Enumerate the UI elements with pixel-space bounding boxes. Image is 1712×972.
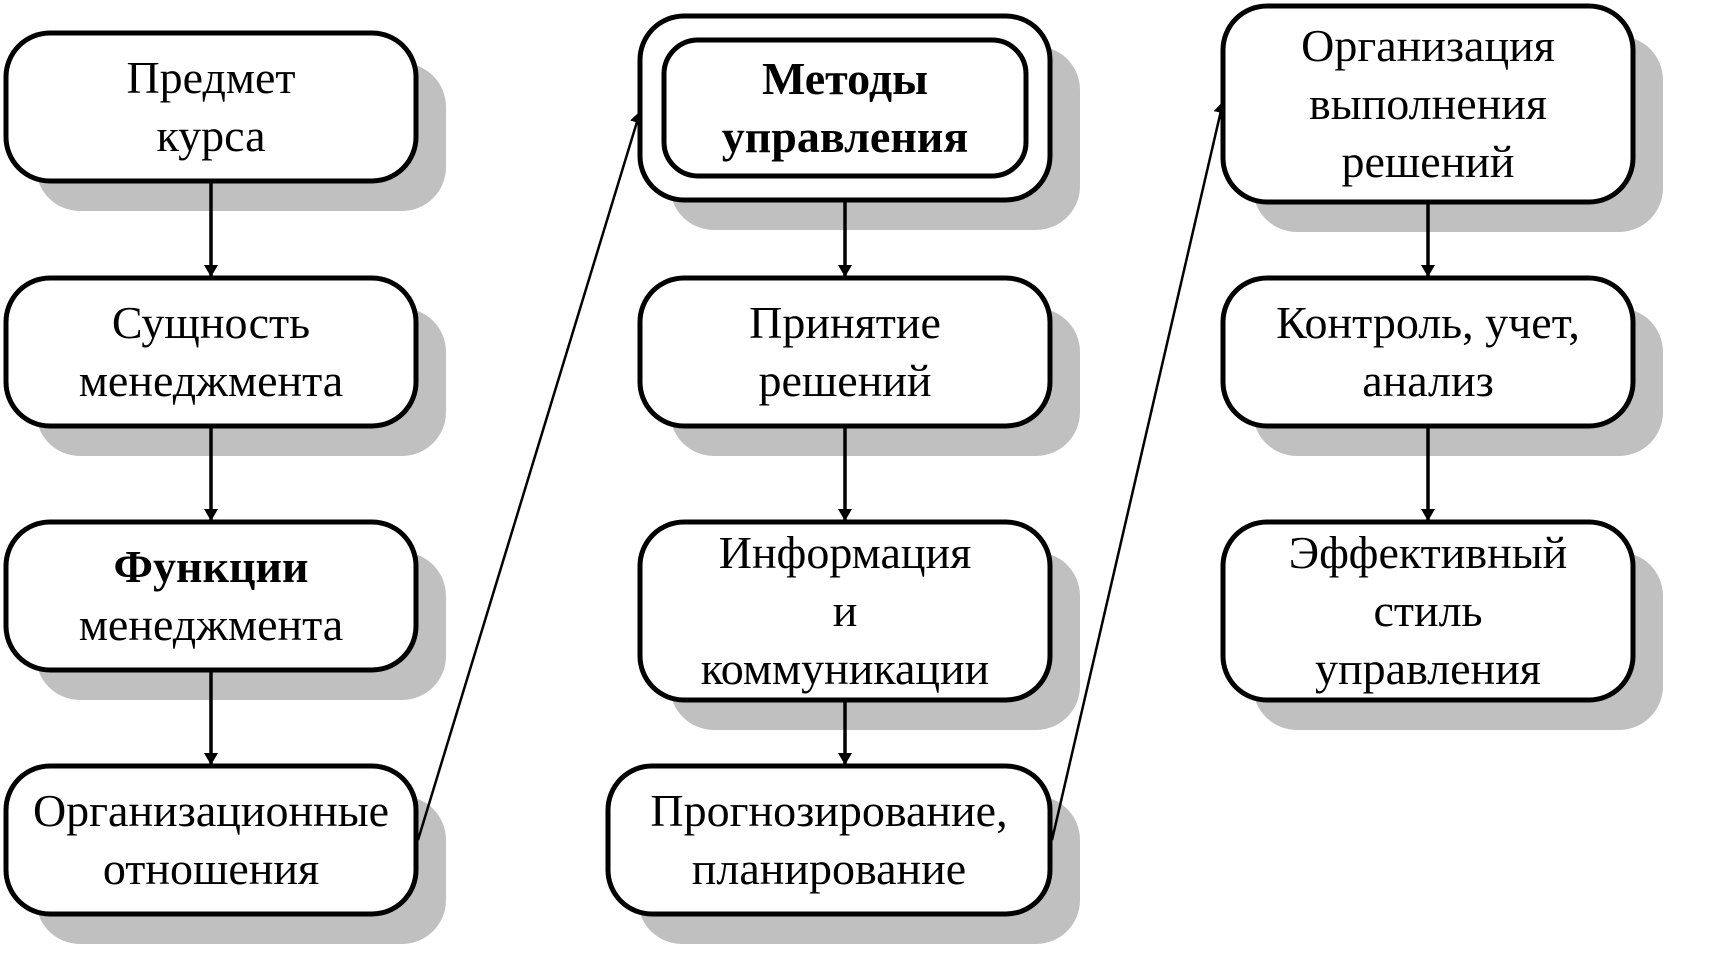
box-label-line: выполнения — [1309, 78, 1547, 129]
box-label-line: решений — [758, 355, 931, 406]
box-label-line: Прогнозирование, — [650, 785, 1007, 836]
box-label-line: Организация — [1301, 20, 1555, 71]
box-label-line: курса — [156, 110, 265, 161]
flow-box: Принятие решений — [637, 275, 1053, 429]
box-label-line: решений — [1341, 136, 1514, 187]
box-label-line: Организационные — [33, 785, 389, 836]
box-outline — [3, 763, 419, 917]
flow-box: Сущность менеджмента — [3, 275, 419, 429]
box-outline — [3, 275, 419, 429]
flow-arrow — [416, 111, 644, 841]
box-label-line: Эффективный — [1289, 527, 1567, 578]
box-outline — [637, 275, 1053, 429]
box-label-line: коммуникации — [701, 643, 990, 694]
box-label-line: анализ — [1362, 355, 1494, 406]
box-outline — [3, 30, 419, 184]
box-label-line: Сущность — [112, 297, 310, 348]
flow-box: Организация выполнения решений — [1220, 3, 1636, 205]
flow-box: Методы управления — [637, 13, 1053, 203]
box-label-line: Предмет — [126, 52, 295, 103]
box-label-line: Принятие — [749, 297, 941, 348]
flow-box: Функции менеджмента — [3, 519, 419, 673]
box-outline — [605, 763, 1053, 917]
box-label-line: отношения — [103, 843, 319, 894]
box-label-line: Методы — [762, 53, 928, 104]
flow-box: Эффективный стиль управления — [1220, 519, 1636, 703]
box-outline — [1220, 519, 1636, 703]
flow-box: Прогнозирование, планирование — [605, 763, 1053, 917]
box-outline — [637, 13, 1053, 203]
box-label-line: управления — [1315, 643, 1541, 694]
box-label-line: Информация — [719, 527, 972, 578]
flow-box: Информация и коммуникации — [637, 519, 1053, 703]
box-outline — [3, 519, 419, 673]
box-label-line: стиль — [1373, 585, 1482, 636]
box-label-line: Контроль, учет, — [1276, 297, 1580, 348]
box-label-line: управления — [722, 111, 968, 162]
box-label-line: менеджмента — [79, 355, 343, 406]
box-label-line: и — [833, 585, 858, 636]
box-label-line: планирование — [692, 843, 966, 894]
box-label-line: Функции — [113, 541, 308, 592]
flow-box: Организационные отношения — [3, 763, 419, 917]
flow-box: Контроль, учет, анализ — [1220, 275, 1636, 429]
flow-arrow — [1050, 101, 1228, 841]
box-outline — [1220, 3, 1636, 205]
box-inner-outline — [661, 37, 1029, 179]
box-label-line: менеджмента — [79, 599, 343, 650]
box-outline — [1220, 275, 1636, 429]
flow-box: Предмет курса — [3, 30, 419, 184]
box-outline — [637, 519, 1053, 703]
